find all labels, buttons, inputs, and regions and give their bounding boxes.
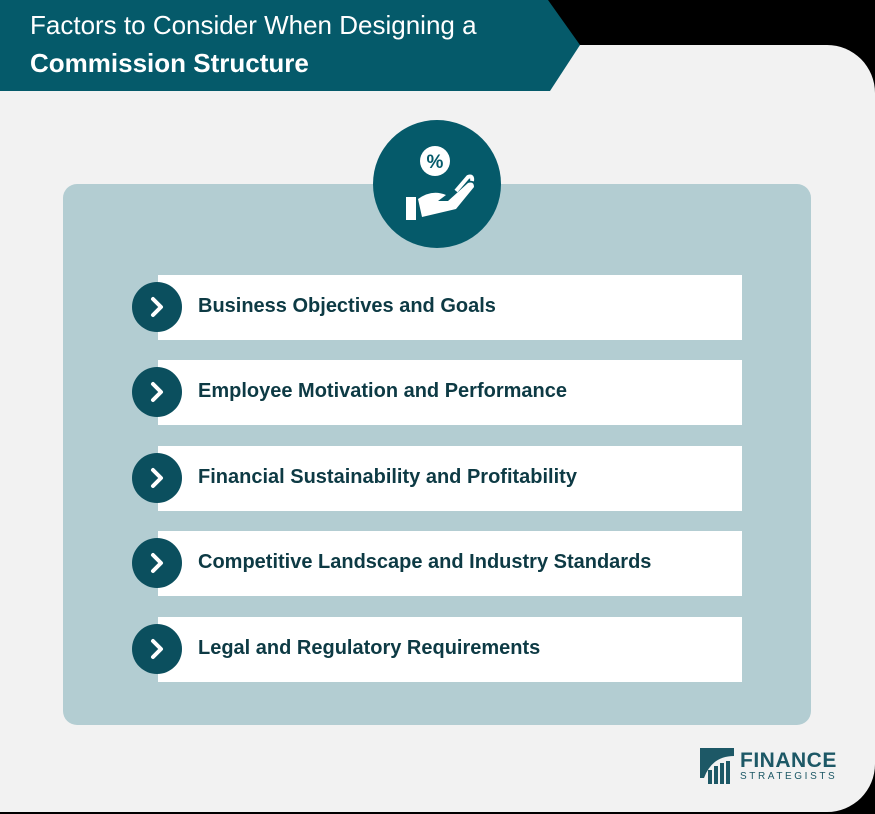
logo-mark-icon [700, 748, 734, 784]
svg-text:%: % [427, 152, 444, 173]
factor-label: Employee Motivation and Performance [198, 380, 567, 402]
finance-strategists-logo: FINANCE STRATEGISTS [700, 748, 837, 784]
chevron-right-icon [132, 282, 182, 332]
title-banner: Factors to Consider When Designing a Com… [0, 0, 580, 91]
title-line-2: Commission Structure [30, 48, 309, 78]
chevron-right-icon [132, 453, 182, 503]
factor-label: Business Objectives and Goals [198, 295, 496, 317]
logo-line-1: FINANCE [740, 748, 837, 772]
chevron-right-icon [132, 538, 182, 588]
factor-label: Financial Sustainability and Profitabili… [198, 466, 577, 488]
chevron-right-icon [132, 624, 182, 674]
factor-row: Employee Motivation and Performance [132, 360, 742, 425]
factor-label: Competitive Landscape and Industry Stand… [198, 551, 652, 573]
factor-label: Legal and Regulatory Requirements [198, 637, 541, 659]
factor-row: Business Objectives and Goals [132, 275, 742, 340]
chevron-right-icon [132, 367, 182, 417]
factor-row: Financial Sustainability and Profitabili… [132, 446, 742, 511]
hand-percent-icon: % [373, 120, 501, 248]
factor-row: Competitive Landscape and Industry Stand… [132, 531, 742, 596]
logo-line-2: STRATEGISTS [740, 770, 838, 782]
factor-row: Legal and Regulatory Requirements [132, 617, 742, 682]
title-line-1: Factors to Consider When Designing a [30, 10, 477, 40]
